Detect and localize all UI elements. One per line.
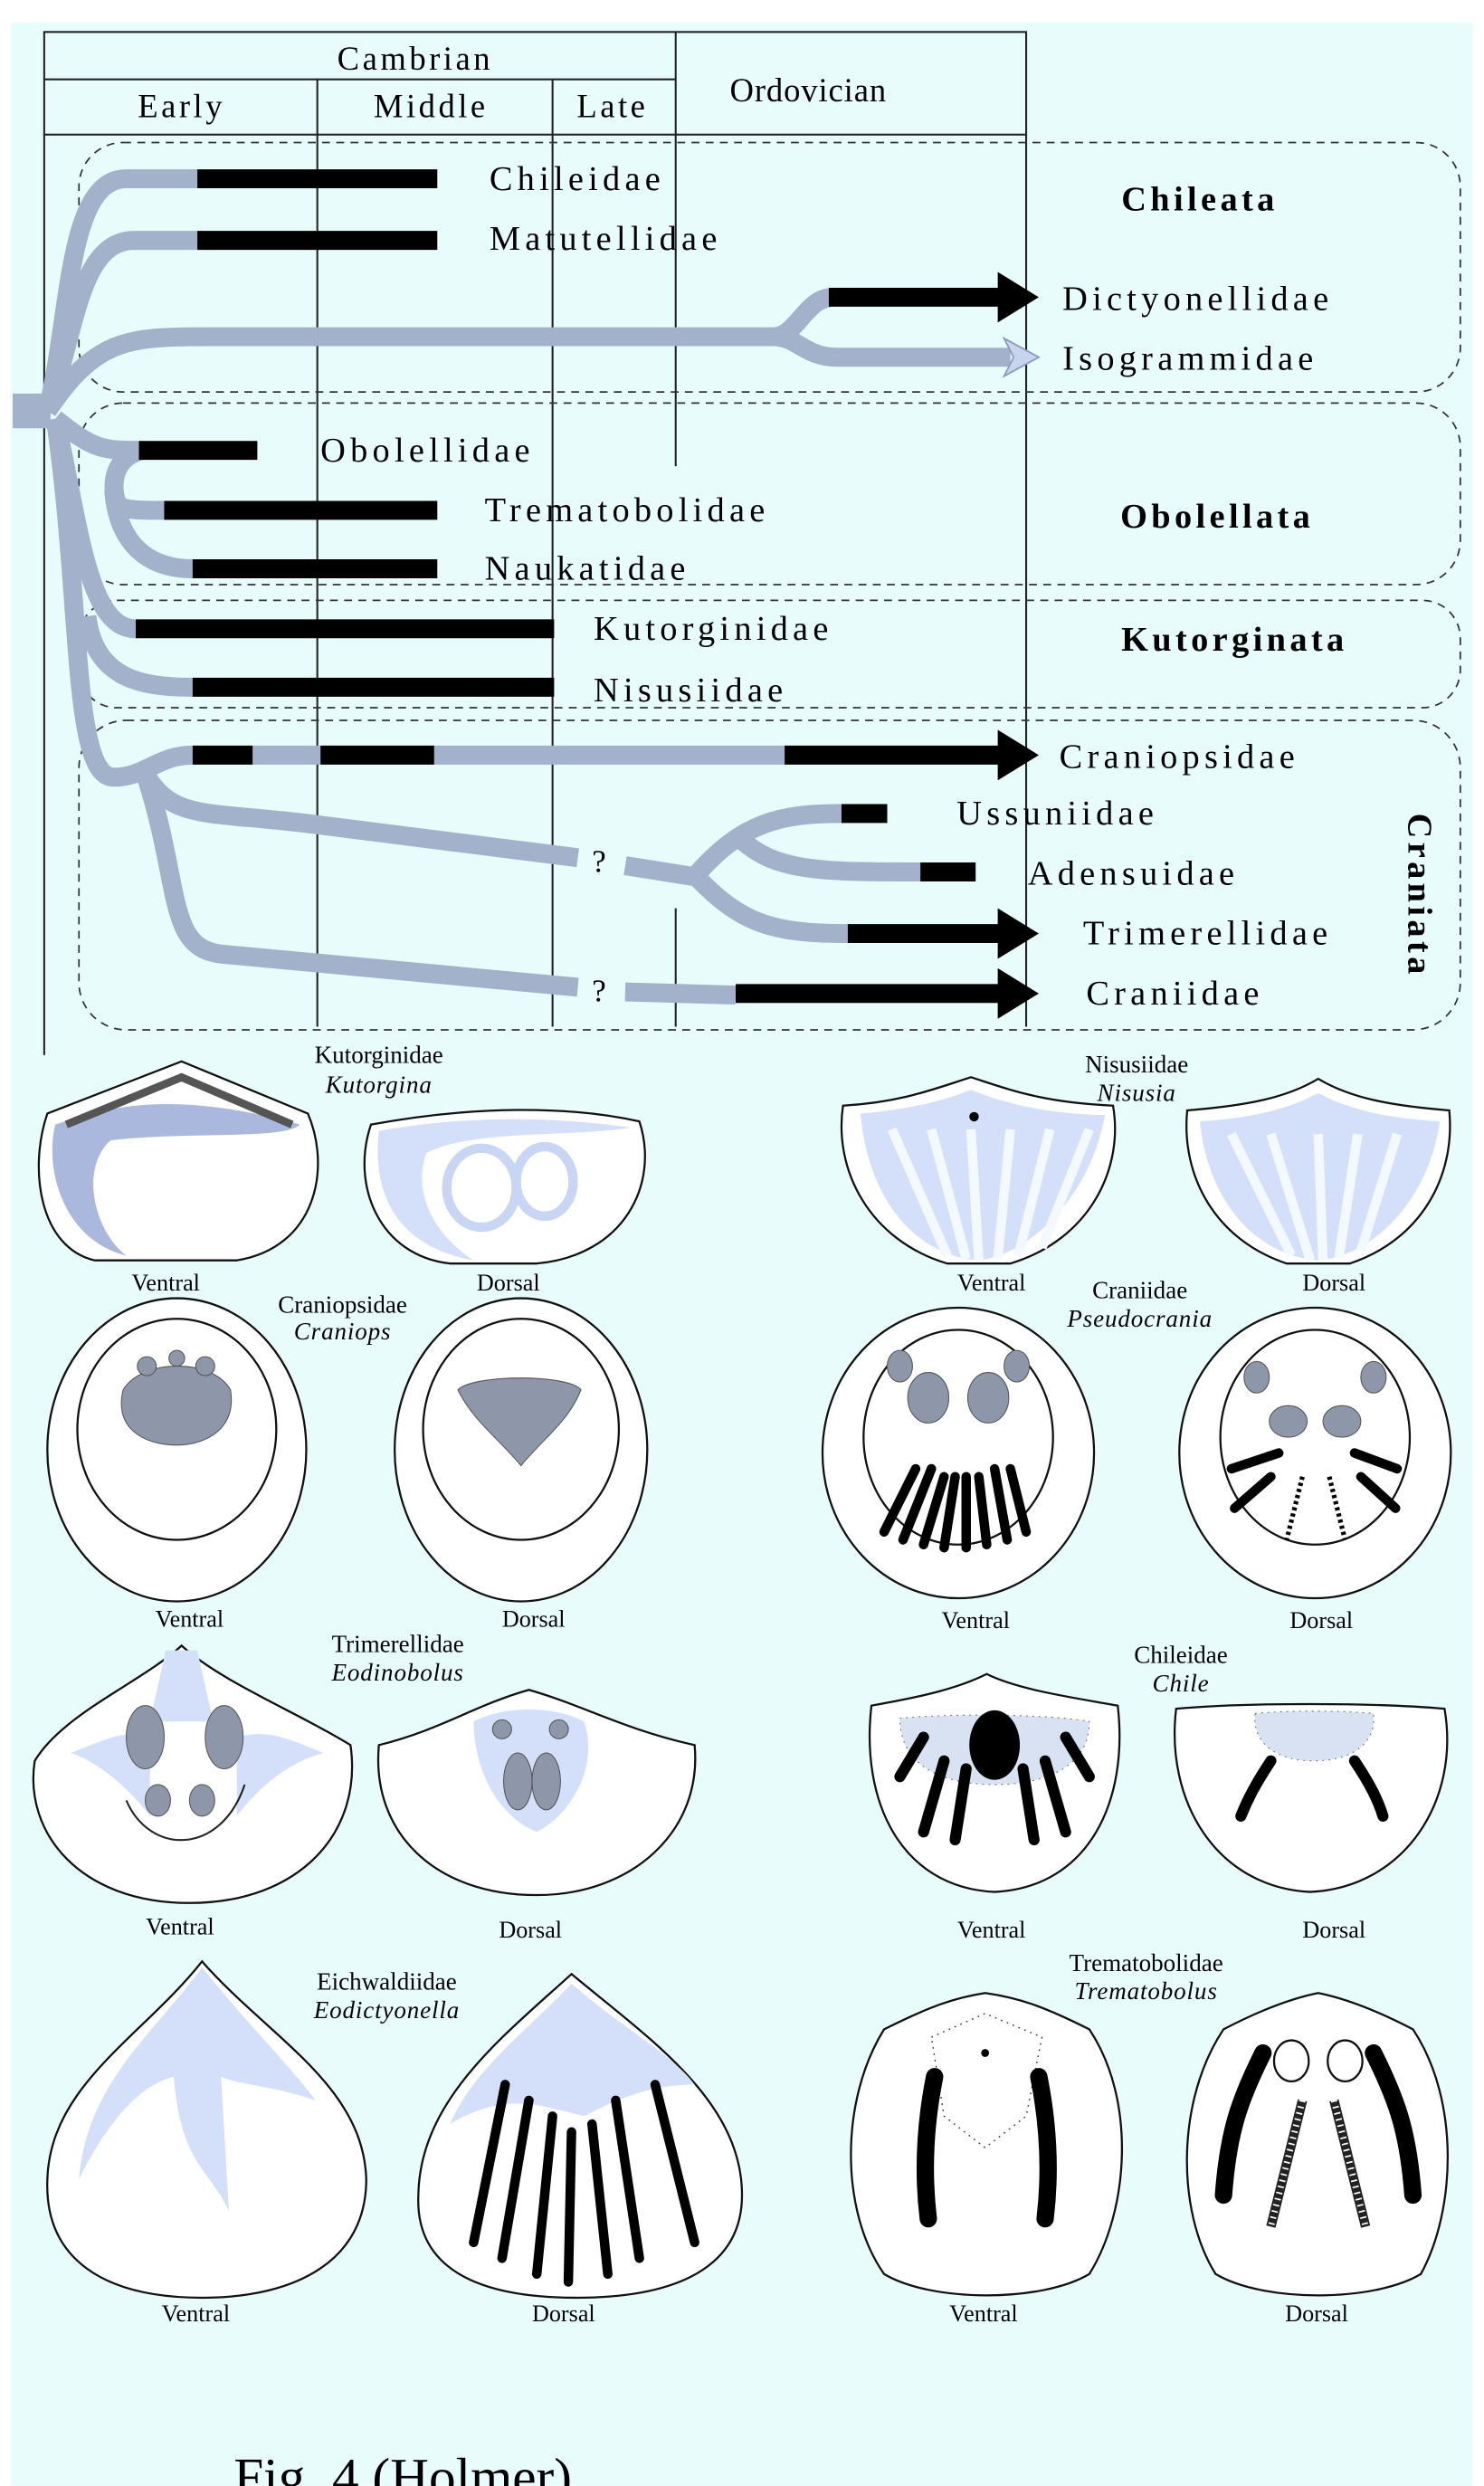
specimen-craniops: Craniopsidae Craniops Ventral Dorsal [46, 1291, 649, 1632]
family-label: Kutorginidae [315, 1042, 443, 1069]
group-box-kutorginata [78, 599, 1461, 709]
epoch-early: Early [138, 88, 225, 125]
phylogeny-branches [12, 169, 1041, 1005]
label-trematobolidae: Trematobolidae [485, 491, 770, 529]
label-matutellidae: Matutellidae [490, 220, 722, 258]
genus-label: Pseudocrania [1066, 1305, 1213, 1332]
craniidae-arrowhead [997, 967, 1039, 1019]
family-label: Eichwaldiidae [317, 1968, 457, 1995]
family-label: Craniopsidae [278, 1291, 407, 1318]
genus-label: Chile [1153, 1670, 1210, 1697]
stratigraphic-range-bars [136, 169, 1039, 1019]
specimen-kutorgina: Kutorginidae Kutorgina Ventral Dorsal [37, 1042, 646, 1296]
specimen-eodinobolus: Trimerellidae Eodinobolus Ventral Dorsal [32, 1630, 697, 1943]
period-cambrian: Cambrian [338, 40, 493, 77]
uncertain-marker: ? [592, 974, 611, 1009]
ventral-label: Ventral [941, 1607, 1010, 1634]
figure-caption: Fig. 4 (Holmer) [233, 2447, 572, 2486]
ventral-label: Ventral [957, 1917, 1026, 1943]
ventral-label: Ventral [957, 1270, 1026, 1296]
specimen-chile: Chileidae Chile Ventral Dorsal [868, 1642, 1449, 1943]
label-kutorginidae: Kutorginidae [594, 610, 833, 648]
dorsal-label: Dorsal [1302, 1917, 1365, 1943]
dorsal-label: Dorsal [532, 2300, 595, 2327]
ventral-label: Ventral [156, 1605, 224, 1632]
genus-label: Eodictyonella [313, 1996, 460, 2024]
group-obolellata: Obolellata [1120, 498, 1314, 536]
label-trimerellidae: Trimerellidae [1083, 915, 1333, 953]
dorsal-label: Dorsal [1289, 1607, 1353, 1634]
genus-label: Nisusia [1097, 1079, 1176, 1106]
label-craniopsidae: Craniopsidae [1060, 738, 1299, 776]
label-ussuniidae: Ussuniidae [956, 795, 1158, 833]
genus-label: Trematobolus [1075, 1977, 1218, 2005]
ventral-label: Ventral [162, 2300, 231, 2327]
time-gridlines [43, 134, 1028, 1055]
epoch-middle: Middle [374, 88, 489, 125]
craniopsidae-arrowhead [997, 729, 1039, 781]
uncertain-marker: ? [592, 843, 611, 879]
taxon-labels: Chileidae Matutellidae Dictyonellidae Is… [320, 160, 1333, 1013]
specimen-trematobolus: Trematobolidae Trematobolus Ventral Dors… [850, 1949, 1450, 2327]
group-box-chileata [78, 141, 1461, 393]
dorsal-label: Dorsal [477, 1270, 540, 1296]
label-obolellidae: Obolellidae [320, 432, 535, 470]
isogrammidae-arrowhead [1002, 336, 1041, 378]
label-craniidae: Craniidae [1086, 975, 1263, 1013]
dorsal-label: Dorsal [1302, 1270, 1365, 1296]
dorsal-label: Dorsal [1285, 2300, 1348, 2327]
genus-label: Kutorgina [325, 1072, 433, 1099]
ventral-label: Ventral [131, 1270, 200, 1296]
genus-label: Craniops [294, 1318, 392, 1345]
family-label: Nisusiidae [1085, 1051, 1188, 1078]
epoch-late: Late [576, 88, 648, 125]
group-labels: Chileata Obolellata Kutorginata Craniata [1120, 180, 1438, 977]
family-label: Craniidae [1092, 1277, 1187, 1304]
label-nisusiidae: Nisusiidae [594, 672, 787, 710]
specimen-pseudocrania: Craniidae Pseudocrania Ventral Dorsal [821, 1277, 1452, 1634]
dictyonellidae-arrowhead [997, 271, 1039, 323]
trimerellidae-arrowhead [997, 908, 1039, 959]
genus-label: Eodinobolus [331, 1659, 464, 1686]
label-dictyonellidae: Dictyonellidae [1062, 280, 1333, 318]
specimen-nisusia: Nisusiidae Nisusia Ventral Dorsal [840, 1051, 1451, 1296]
period-ordovician: Ordovician [730, 71, 887, 109]
family-label: Trematobolidae [1070, 1949, 1223, 1976]
dorsal-label: Dorsal [499, 1917, 562, 1943]
group-kutorginata: Kutorginata [1121, 621, 1348, 659]
timescale-header: Cambrian Early Middle Late Ordovician [43, 31, 1028, 136]
ventral-label: Ventral [949, 2300, 1018, 2327]
ventral-label: Ventral [146, 1914, 214, 1940]
specimen-eodictyonella: Eichwaldiidae Eodictyonella Ventral Dors… [46, 1959, 744, 2327]
label-chileidae: Chileidae [490, 160, 665, 198]
group-chileata: Chileata [1121, 180, 1278, 218]
group-craniata: Craniata [1400, 814, 1438, 978]
family-label: Trimerellidae [332, 1630, 464, 1657]
label-isogrammidae: Isogrammidae [1062, 340, 1318, 378]
family-label: Chileidae [1134, 1642, 1228, 1669]
group-box-craniata [78, 719, 1461, 1031]
label-naukatidae: Naukatidae [485, 550, 690, 588]
dorsal-label: Dorsal [502, 1605, 566, 1632]
label-adensuidae: Adensuidae [1028, 854, 1239, 892]
